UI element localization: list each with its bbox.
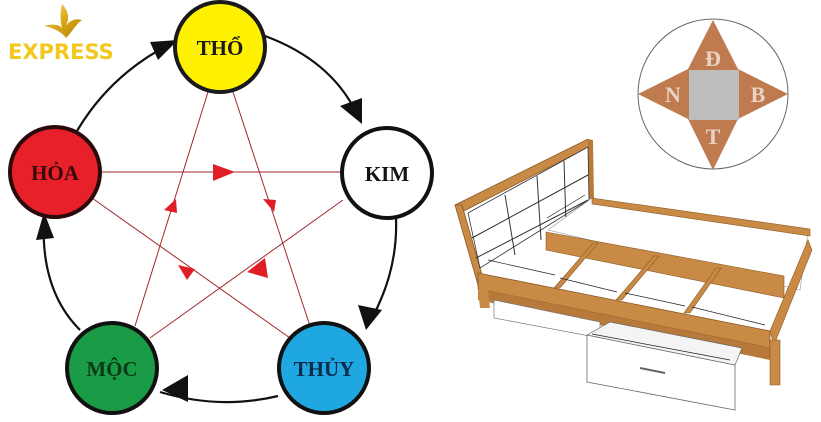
compass-label-west: N <box>665 82 681 107</box>
bed-slats <box>553 242 722 314</box>
compass-rose: Đ N B T <box>637 18 789 170</box>
node-thuy: THỦY <box>277 321 371 415</box>
node-label-hoa: HỎA <box>31 161 80 185</box>
express-logo: EXPRESS <box>4 2 124 66</box>
bed-frame-illustration <box>454 138 813 411</box>
compass-label-east: B <box>751 82 766 107</box>
compass-center <box>689 70 739 120</box>
bird-logo-icon <box>44 4 82 38</box>
node-moc: MỘC <box>65 321 159 415</box>
node-kim: KIM <box>340 126 434 220</box>
compass-label-north: Đ <box>705 46 721 71</box>
compass-label-south: T <box>706 124 721 149</box>
node-label-moc: MỘC <box>86 357 137 381</box>
node-hoa: HỎA <box>8 125 102 219</box>
headboard-grid <box>471 160 589 259</box>
node-label-kim: KIM <box>365 162 410 186</box>
node-label-thuy: THỦY <box>294 357 355 381</box>
logo-text: EXPRESS <box>8 40 114 64</box>
dimension-lines <box>487 194 766 361</box>
overcoming-arrowheads <box>164 164 276 280</box>
node-tho: THỔ <box>173 0 267 94</box>
overcoming-star-lines <box>91 91 344 339</box>
node-label-tho: THỔ <box>197 36 244 60</box>
generating-cycle-arrowheads <box>36 40 382 402</box>
